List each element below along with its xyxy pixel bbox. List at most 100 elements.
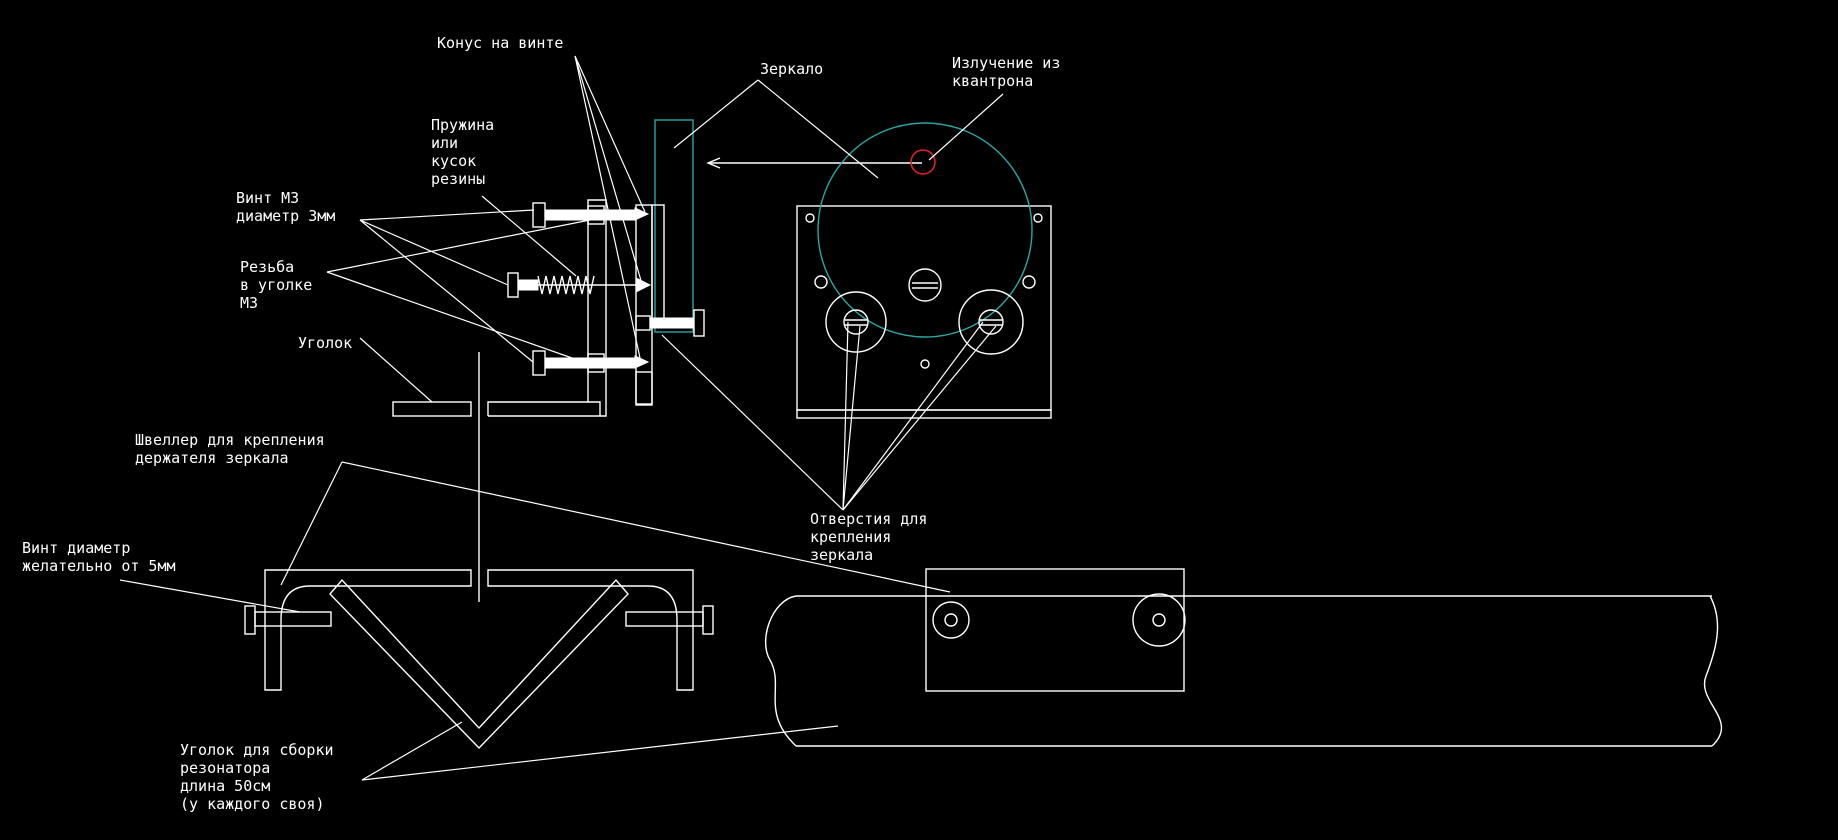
spring-coil <box>537 275 595 295</box>
corner-piece-left <box>392 401 472 417</box>
holder-plate <box>635 204 653 406</box>
leader-holes-5 <box>842 325 997 511</box>
label-thread-line2: в уголке <box>240 276 312 294</box>
side-screw-left-head <box>244 605 256 635</box>
emission-spot <box>910 149 936 175</box>
leader-resonator-2 <box>361 725 839 781</box>
screw-middle-head <box>507 272 519 298</box>
hole-bottom <box>920 359 930 369</box>
center-screw <box>908 268 942 302</box>
leader-lines <box>119 55 1004 781</box>
screw-top-cone <box>634 207 650 221</box>
label-screw-5mm-line2: желательно от 5мм <box>22 557 176 575</box>
screw-middle-shank-a <box>517 279 539 291</box>
label-thread-line3: М3 <box>240 294 258 312</box>
screw-middle <box>507 272 652 298</box>
screw-bottom-shank <box>544 357 636 369</box>
screw-top-nut <box>587 205 605 225</box>
leader-screw-m3-2 <box>359 219 509 286</box>
beam-arrowhead <box>706 157 721 169</box>
label-spring-line2: или <box>431 134 458 152</box>
label-emission-line2: квантрона <box>952 72 1033 90</box>
leader-mirror-2 <box>757 79 879 179</box>
hole-right <box>1022 275 1036 289</box>
resonator-angle-section <box>329 578 629 750</box>
leader-cone-3 <box>574 55 641 359</box>
side-screw-right-head <box>702 605 714 635</box>
adjust-ring-right <box>958 289 1024 355</box>
leader-corner <box>359 337 433 403</box>
channel-right <box>487 569 694 691</box>
hole-left <box>814 275 828 289</box>
channel-bolt-left-inner <box>944 613 958 627</box>
corner-hole-tr <box>1033 213 1043 223</box>
leader-holes-2 <box>842 321 849 511</box>
label-channel-line1: Швеллер для крепления <box>135 431 325 449</box>
mirror-front <box>817 122 1033 338</box>
leader-thread-2 <box>326 271 593 366</box>
resonator-break-right <box>1703 595 1723 747</box>
label-screw-5mm-line1: Винт диаметр <box>22 539 130 557</box>
corner-profile-inner <box>588 401 601 416</box>
screw-right <box>635 309 705 337</box>
leader-holes-3 <box>842 325 861 511</box>
label-screw-m3-line2: диаметр 3мм <box>236 207 335 225</box>
cross-section-channel <box>244 569 714 750</box>
channel-left <box>264 569 472 691</box>
channel-bolt-right-inner <box>1152 613 1166 627</box>
leader-mirror-1 <box>673 79 759 149</box>
label-emission-line1: Излучение из <box>952 54 1060 72</box>
leader-channel-1 <box>280 461 343 586</box>
label-channel-line2: держателя зеркала <box>135 449 289 467</box>
leader-screw-m3-3 <box>359 219 534 363</box>
resonator-break-left <box>765 595 797 747</box>
screw-bottom <box>532 350 650 376</box>
label-spring-line4: резины <box>431 170 485 188</box>
label-holes-line2: крепления <box>810 528 891 546</box>
screw-bottom-head <box>532 350 546 376</box>
screw-right-head <box>693 309 705 337</box>
leader-thread-1 <box>326 219 591 273</box>
leader-holes-1 <box>661 334 844 511</box>
corner-hole-tl <box>805 213 815 223</box>
mirror-backing <box>651 204 665 326</box>
screw-middle-cone <box>635 277 652 293</box>
screw-right-block <box>635 315 651 331</box>
leader-screw-5mm <box>119 579 301 613</box>
screw-bottom-cone <box>634 355 650 369</box>
screw-top-head <box>532 202 546 228</box>
label-screw-m3-line1: Винт М3 <box>236 189 299 207</box>
channel-bolt-left <box>932 601 970 639</box>
leader-screw-m3-1 <box>359 209 535 221</box>
label-cone-on-screw: Конус на винте <box>437 34 563 52</box>
label-resonator-line1: Уголок для сборки <box>180 741 334 759</box>
mirror-side <box>654 119 694 333</box>
label-resonator-line4: (у каждого своя) <box>180 795 325 813</box>
labels: Конус на винте Зеркало Излучение из кван… <box>22 34 1060 813</box>
label-holes-line1: Отверстия для <box>810 510 927 528</box>
resonator-long-view <box>765 568 1723 747</box>
label-thread-line1: Резьба <box>240 258 294 276</box>
channel-top-view <box>925 568 1185 692</box>
front-view-mount <box>796 122 1052 419</box>
corner-profile <box>487 199 607 417</box>
label-resonator-line2: резонатора <box>180 759 270 777</box>
leader-spring <box>481 195 577 277</box>
mount-plate <box>796 205 1052 411</box>
label-spring-line3: кусок <box>431 152 476 170</box>
leader-emission <box>928 93 1004 161</box>
side-screw-right-shank <box>625 611 704 627</box>
screw-top <box>532 202 650 228</box>
label-resonator-line3: длина 50см <box>180 777 270 795</box>
label-spring-line1: Пружина <box>431 116 494 134</box>
leader-resonator-1 <box>361 721 463 781</box>
mount-base <box>796 409 1052 419</box>
leader-holes-4 <box>842 321 984 511</box>
label-holes-line3: зеркала <box>810 546 873 564</box>
adjust-screw-right <box>978 309 1004 335</box>
label-mirror: Зеркало <box>760 60 823 78</box>
adjust-ring-left <box>825 291 887 353</box>
screw-right-shank <box>649 317 695 329</box>
leader-cone-1 <box>574 55 646 213</box>
